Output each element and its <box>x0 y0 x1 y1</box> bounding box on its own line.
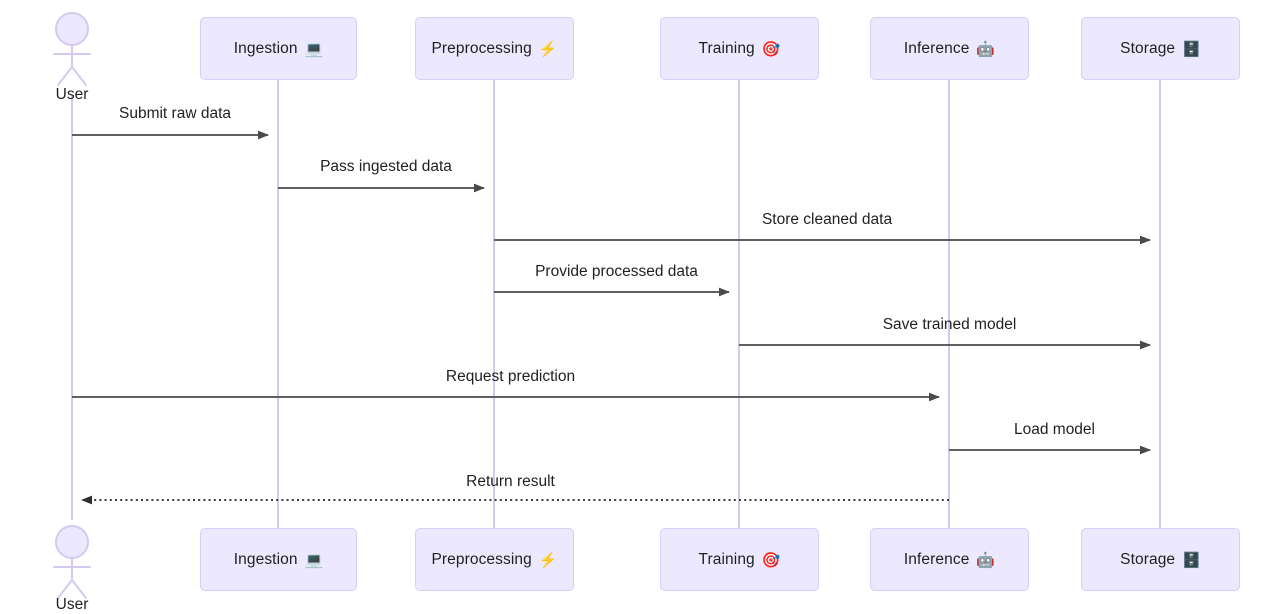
participant-label-preprocessing: Preprocessing <box>431 550 532 568</box>
message-label-7: Load model <box>1013 421 1096 438</box>
participant-box-inference-bottom[interactable]: Inference 🤖 <box>870 528 1029 591</box>
participant-box-storage-bottom[interactable]: Storage 🗄️ <box>1081 528 1240 591</box>
actor-stick-figure-top <box>53 12 91 86</box>
laptop-icon: 💻 <box>304 551 324 569</box>
participant-box-preprocessing-bottom[interactable]: Preprocessing ⚡ <box>415 528 574 591</box>
participant-label-inference: Inference <box>903 550 970 568</box>
participant-label-ingestion: Ingestion <box>233 550 298 568</box>
participant-box-preprocessing-top[interactable]: Preprocessing ⚡ <box>415 17 574 80</box>
robot-icon: 🤖 <box>976 40 996 58</box>
message-label-1: Submit raw data <box>119 105 231 122</box>
participant-label-storage: Storage <box>1120 550 1176 568</box>
participant-box-storage-top[interactable]: Storage 🗄️ <box>1081 17 1240 80</box>
participant-box-training-bottom[interactable]: Training 🎯 <box>660 528 819 591</box>
actor-label-user-bottom: User <box>55 596 89 613</box>
message-label-4: Provide processed data <box>535 263 698 280</box>
actor-label-user-top: User <box>55 86 89 103</box>
dart-target-icon: 🎯 <box>761 40 781 58</box>
message-label-3: Store cleaned data <box>761 211 893 228</box>
participant-label-storage: Storage <box>1120 39 1176 57</box>
participant-box-training-top[interactable]: Training 🎯 <box>660 17 819 80</box>
file-cabinet-icon: 🗄️ <box>1182 551 1201 569</box>
participant-label-training: Training <box>698 550 755 568</box>
participant-label-ingestion: Ingestion <box>233 39 298 57</box>
lightning-bolt-icon: ⚡ <box>538 551 558 569</box>
message-label-6: Request prediction <box>445 368 576 385</box>
participant-label-preprocessing: Preprocessing <box>431 39 532 57</box>
participant-box-ingestion-bottom[interactable]: Ingestion 💻 <box>200 528 357 591</box>
dart-target-icon: 🎯 <box>761 551 781 569</box>
participant-label-inference: Inference <box>903 39 970 57</box>
actor-stick-figure-bottom <box>53 525 91 599</box>
lifelines-group <box>71 80 1161 528</box>
participant-box-inference-top[interactable]: Inference 🤖 <box>870 17 1029 80</box>
robot-icon: 🤖 <box>976 551 996 569</box>
message-label-2: Pass ingested data <box>320 158 452 175</box>
file-cabinet-icon: 🗄️ <box>1182 40 1201 58</box>
lightning-bolt-icon: ⚡ <box>538 40 558 58</box>
laptop-icon: 💻 <box>304 40 324 58</box>
message-label-8: Return result <box>466 473 555 490</box>
participant-label-training: Training <box>698 39 755 57</box>
participant-box-ingestion-top[interactable]: Ingestion 💻 <box>200 17 357 80</box>
message-label-5: Save trained model <box>882 316 1017 333</box>
